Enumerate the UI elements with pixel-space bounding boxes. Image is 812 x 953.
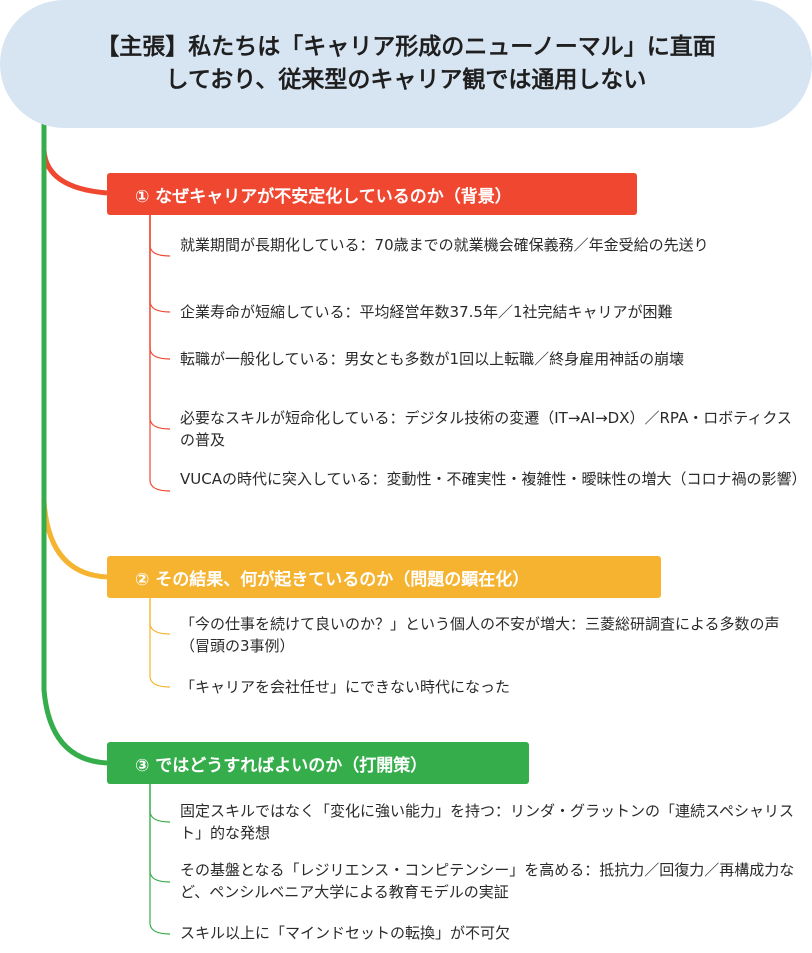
section-2-header[interactable]: ② その結果、何が起きているのか（問題の顕在化） [107, 556, 661, 598]
section-1-item-1[interactable]: 就業期間が長期化している：70歳までの就業機会確保義務／年金受給の先送り [180, 236, 709, 254]
section-3-item-2[interactable]: その基盤となる「レジリエンス・コンピテンシー」を高める：抵抗力／回復力／再構成力… [180, 861, 795, 901]
section-1-item-4[interactable]: 必要なスキルが短命化している：デジタル技術の変遷（IT→AI→DX）／RPA・ロ… [180, 409, 792, 449]
section-1-item-3[interactable]: 転職が一般化している：男女とも多数が1回以上転職／終身雇用神話の崩壊 [180, 350, 685, 368]
section-3-item-1[interactable]: 固定スキルではなく「変化に強い能力」を持つ：リンダ・グラットンの「連続スペシャリ… [180, 802, 794, 842]
branch-line-section-3 [41, 122, 108, 766]
section-3-item-3[interactable]: スキル以上に「マインドセットの転換」が不可欠 [180, 924, 511, 942]
section-2-item-2[interactable]: 「キャリアを会社任せ」にできない時代になった [180, 678, 511, 696]
section-1-item-connectors [149, 215, 171, 492]
branch-line-section-1 [41, 122, 108, 196]
section-2-item-1[interactable]: 「今の仕事を続けて良いのか？」という個人の不安が増大：三菱総研調査による多数の声… [180, 615, 780, 655]
section-1-item-2[interactable]: 企業寿命が短縮している：平均経営年数37.5年／1社完結キャリアが困難 [180, 303, 673, 321]
root-title: 【主張】私たちは「キャリア形成のニューノーマル」に直面 しており、従来型のキャリ… [96, 34, 716, 93]
root-topic[interactable]: 【主張】私たちは「キャリア形成のニューノーマル」に直面 しており、従来型のキャリ… [0, 0, 812, 128]
section-1-header[interactable]: ① なぜキャリアが不安定化しているのか（背景） [107, 173, 637, 215]
section-3-item-connectors [149, 784, 171, 935]
section-2-item-connectors [149, 598, 171, 688]
section-3-header[interactable]: ③ ではどうすればよいのか（打開策） [107, 742, 529, 784]
section-1-item-5[interactable]: VUCAの時代に突入している：変動性・不確実性・複雑性・曖昧性の増大（コロナ禍の… [180, 470, 807, 488]
